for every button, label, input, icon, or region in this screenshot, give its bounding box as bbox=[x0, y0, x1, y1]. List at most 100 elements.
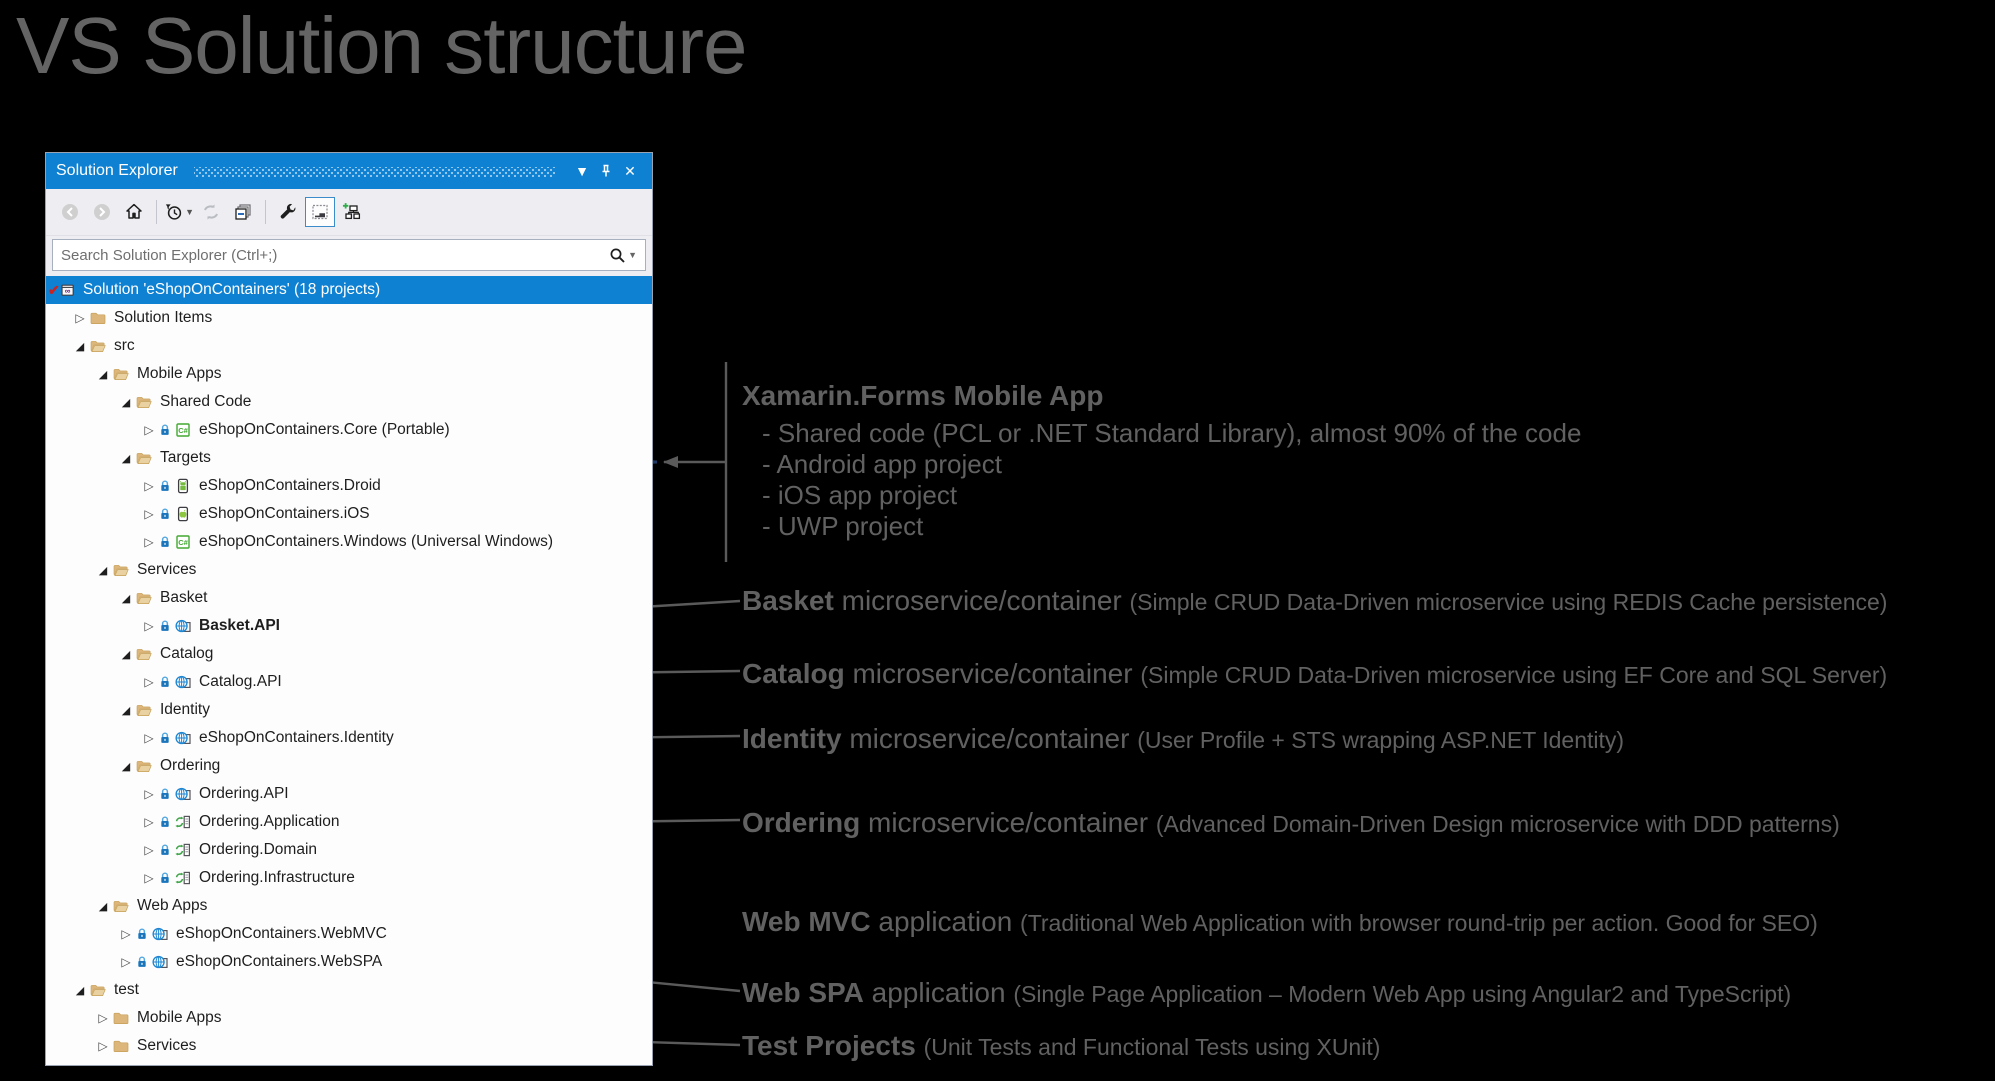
tree-item-catalog.api[interactable]: ▷ Catalog.API bbox=[46, 668, 652, 696]
back-icon[interactable] bbox=[55, 197, 85, 227]
annotation-regular: microservice/container bbox=[841, 723, 1138, 754]
expander-collapsed-icon[interactable]: ▷ bbox=[144, 815, 154, 829]
expander-expanded-icon[interactable]: ◢ bbox=[121, 592, 131, 605]
svg-text:C#: C# bbox=[178, 426, 188, 435]
tree-item-label: eShopOnContainers.Droid bbox=[199, 477, 381, 494]
tree-item-solution-eshoponcontainers-18-projects[interactable]: ✔∞Solution 'eShopOnContainers' (18 proje… bbox=[46, 276, 652, 304]
tree-item-eshoponcontainers.core-portable[interactable]: ▷C#eShopOnContainers.Core (Portable) bbox=[46, 416, 652, 444]
svg-text:∞: ∞ bbox=[65, 287, 71, 296]
tree-item-eshoponcontainers.ios[interactable]: ▷eShopOnContainers.iOS bbox=[46, 500, 652, 528]
annotation-identity: Identity microservice/container (User Pr… bbox=[742, 723, 1624, 755]
tree-item-ordering.application[interactable]: ▷Ordering.Application bbox=[46, 808, 652, 836]
search-input[interactable] bbox=[53, 246, 610, 264]
tree-item-label: Shared Code bbox=[160, 393, 252, 410]
tree-item-eshoponcontainers.webspa[interactable]: ▷eShopOnContainers.WebSPA bbox=[46, 948, 652, 976]
tree-item-ordering.infrastructure[interactable]: ▷ Ordering.Infrastructure bbox=[46, 864, 652, 892]
annotation-detail: (User Profile + STS wrapping ASP.NET Ide… bbox=[1137, 727, 1625, 753]
expander-expanded-icon[interactable]: ◢ bbox=[75, 340, 85, 353]
tree-item-mobile-apps[interactable]: ▷Mobile Apps bbox=[46, 1004, 652, 1032]
pin-icon[interactable] bbox=[594, 159, 618, 183]
expander-collapsed-icon[interactable]: ▷ bbox=[144, 675, 154, 689]
tree-item-solution-items[interactable]: ▷Solution Items bbox=[46, 304, 652, 332]
annotation-detail: (Traditional Web Application with browse… bbox=[1020, 910, 1818, 936]
properties-wrench-icon[interactable] bbox=[273, 197, 303, 227]
show-all-files-icon[interactable] bbox=[305, 197, 335, 227]
collapse-all-icon[interactable] bbox=[228, 197, 258, 227]
pending-changes-filter-icon[interactable]: ▼ bbox=[164, 197, 194, 227]
tree-item-label: Catalog.API bbox=[199, 673, 282, 690]
expander-collapsed-icon[interactable]: ▷ bbox=[144, 731, 154, 745]
annotation-bullet: - Android app project bbox=[762, 449, 1002, 479]
tree-item-eshoponcontainers.windows-universal-windows[interactable]: ▷C#eShopOnContainers.Windows (Universal … bbox=[46, 528, 652, 556]
tree-item-shared-code[interactable]: ◢ Shared Code bbox=[46, 388, 652, 416]
lock-icon bbox=[158, 674, 172, 690]
expander-expanded-icon[interactable]: ◢ bbox=[121, 648, 131, 661]
close-icon[interactable]: ✕ bbox=[624, 162, 636, 179]
annotation-bold: Test Projects bbox=[742, 1030, 916, 1061]
expander-collapsed-icon[interactable]: ▷ bbox=[144, 507, 154, 521]
expander-collapsed-icon[interactable]: ▷ bbox=[144, 787, 154, 801]
tree-item-services[interactable]: ◢Services bbox=[46, 556, 652, 584]
tree-item-eshoponcontainers.identity[interactable]: ▷eShopOnContainers.Identity bbox=[46, 724, 652, 752]
tree-item-identity[interactable]: ◢Identity bbox=[46, 696, 652, 724]
home-icon[interactable] bbox=[119, 197, 149, 227]
tree-item-eshoponcontainers.webmvc[interactable]: ▷eShopOnContainers.WebMVC bbox=[46, 920, 652, 948]
web-icon bbox=[174, 618, 192, 634]
tree-item-targets[interactable]: ◢Targets bbox=[46, 444, 652, 472]
annotation-detail: (Simple CRUD Data-Driven microservice us… bbox=[1140, 662, 1888, 688]
annotation-bold: Web SPA bbox=[742, 977, 864, 1008]
expander-collapsed-icon[interactable]: ▷ bbox=[75, 311, 85, 325]
annotation-bold: Ordering bbox=[742, 807, 861, 838]
tree-item-ordering.domain[interactable]: ▷Ordering.Domain bbox=[46, 836, 652, 864]
expander-collapsed-icon[interactable]: ▷ bbox=[98, 1011, 108, 1025]
expander-collapsed-icon[interactable]: ▷ bbox=[144, 535, 154, 549]
tree-item-basket.api[interactable]: ▷Basket.API bbox=[46, 612, 652, 640]
expander-expanded-icon[interactable]: ◢ bbox=[121, 760, 131, 773]
expander-collapsed-icon[interactable]: ▷ bbox=[144, 423, 154, 437]
lock-icon bbox=[158, 786, 172, 802]
annotation-regular: application bbox=[870, 906, 1021, 937]
tree-item-label: Basket bbox=[160, 589, 208, 606]
expander-collapsed-icon[interactable]: ▷ bbox=[144, 619, 154, 633]
expander-collapsed-icon[interactable]: ▷ bbox=[98, 1039, 108, 1053]
folder-closed-icon bbox=[112, 1010, 130, 1026]
expander-expanded-icon[interactable]: ◢ bbox=[98, 564, 108, 577]
expander-collapsed-icon[interactable]: ▷ bbox=[144, 871, 154, 885]
expander-expanded-icon[interactable]: ◢ bbox=[98, 900, 108, 913]
tree-item-catalog[interactable]: ◢Catalog bbox=[46, 640, 652, 668]
folder-open-icon bbox=[112, 898, 130, 914]
tree-item-label: Ordering.Infrastructure bbox=[199, 869, 355, 886]
class-diagram-icon[interactable] bbox=[337, 197, 367, 227]
folder-closed-icon bbox=[112, 1038, 130, 1054]
search-dropdown-icon[interactable]: ▼ bbox=[628, 250, 637, 260]
expander-collapsed-icon[interactable]: ▷ bbox=[121, 927, 131, 941]
annotation-regular: microservice/container bbox=[860, 807, 1156, 838]
tree-item-basket[interactable]: ◢ Basket bbox=[46, 584, 652, 612]
lock-icon bbox=[158, 730, 172, 746]
tree-item-src[interactable]: ◢src bbox=[46, 332, 652, 360]
tree-item-label: eShopOnContainers.Windows (Universal Win… bbox=[199, 533, 554, 550]
expander-expanded-icon[interactable]: ◢ bbox=[121, 452, 131, 465]
expander-collapsed-icon[interactable]: ▷ bbox=[144, 479, 154, 493]
expander-expanded-icon[interactable]: ◢ bbox=[121, 704, 131, 717]
forward-icon[interactable] bbox=[87, 197, 117, 227]
tree-item-test[interactable]: ◢test bbox=[46, 976, 652, 1004]
lock-icon bbox=[158, 506, 172, 522]
tree-item-mobile-apps[interactable]: ◢Mobile Apps bbox=[46, 360, 652, 388]
window-position-icon[interactable]: ▼ bbox=[575, 163, 589, 179]
tree-item-eshoponcontainers.droid[interactable]: ▷ eShopOnContainers.Droid bbox=[46, 472, 652, 500]
expander-expanded-icon[interactable]: ◢ bbox=[121, 396, 131, 409]
lock-icon bbox=[158, 422, 172, 438]
expander-collapsed-icon[interactable]: ▷ bbox=[121, 955, 131, 969]
expander-expanded-icon[interactable]: ◢ bbox=[98, 368, 108, 381]
tree-item-ordering.api[interactable]: ▷Ordering.API bbox=[46, 780, 652, 808]
expander-collapsed-icon[interactable]: ▷ bbox=[144, 843, 154, 857]
sync-with-active-document-icon[interactable] bbox=[196, 197, 226, 227]
expander-expanded-icon[interactable]: ◢ bbox=[75, 984, 85, 997]
toolbar-separator bbox=[265, 200, 266, 224]
tree-item-services[interactable]: ▷Services bbox=[46, 1032, 652, 1060]
tree-item-web-apps[interactable]: ◢Web Apps bbox=[46, 892, 652, 920]
panel-titlebar[interactable]: Solution Explorer ▼ ✕ bbox=[46, 153, 652, 189]
tree-item-ordering[interactable]: ◢Ordering bbox=[46, 752, 652, 780]
search-icon[interactable] bbox=[609, 247, 626, 264]
